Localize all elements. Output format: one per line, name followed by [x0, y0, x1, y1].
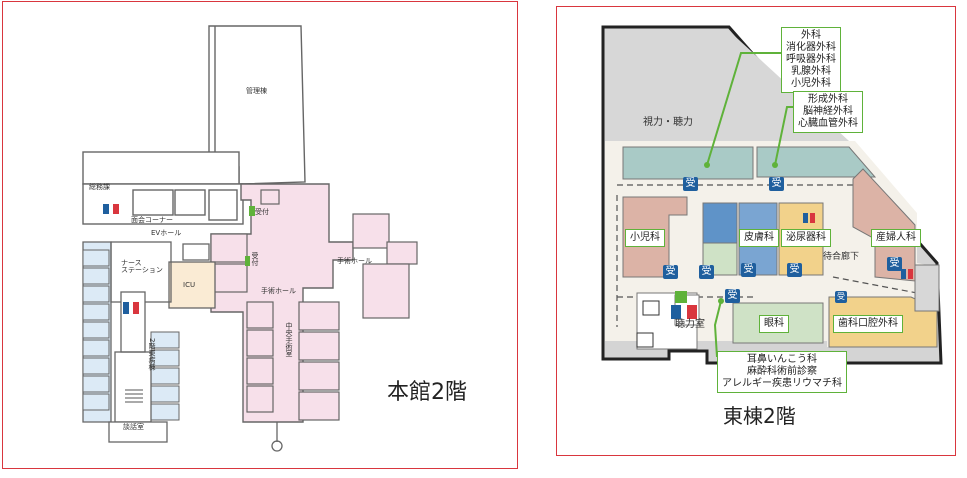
restroom-icon	[671, 213, 913, 319]
callout-line: 形成外科	[808, 94, 848, 105]
label-east-ward: 2階東病棟	[148, 338, 156, 371]
reception-badge: 受	[725, 289, 740, 303]
reception-badge: 受	[787, 263, 802, 277]
label-pediatrics: 小児科	[625, 229, 665, 247]
callout-surgery-group: 外科 消化器外科 呼吸器外科 乳腺外科 小児外科	[781, 27, 841, 93]
callout-line: アレルギー疾患リウマチ科	[722, 378, 842, 389]
reception-badge: 受	[683, 177, 698, 191]
label-surgery-hall-2: 手術ホール	[337, 257, 372, 265]
callout-line: 耳鼻いんこう科	[747, 354, 817, 365]
label-vision-hearing: 視力・聴力	[643, 117, 693, 128]
callout-ent-group: 耳鼻いんこう科 麻酔科術前診察 アレルギー疾患リウマチ科	[717, 351, 847, 393]
reception-badge: 受	[699, 265, 714, 279]
reception-badge: 受	[835, 291, 847, 303]
callout-line: 心臓血管外科	[798, 118, 858, 129]
label-ev-hall: EVホール	[151, 229, 182, 237]
label-reception-2: 受付	[251, 252, 259, 266]
label-ophthalmology: 眼科	[759, 315, 789, 333]
callout-line: 外科	[801, 30, 821, 41]
label-icu: ICU	[183, 281, 196, 289]
reception-badge: 受	[887, 257, 902, 271]
callout-line: 脳神経外科	[803, 106, 853, 117]
stairs-icon	[636, 300, 660, 348]
icu-room	[168, 261, 216, 309]
label-urology: 泌尿器科	[781, 229, 831, 247]
label-dermatology: 皮膚科	[739, 229, 779, 247]
main-building-title: 本館2階	[387, 380, 467, 405]
callout-line: 小児外科	[791, 78, 831, 89]
callout-plastic-group: 形成外科 脳神経外科 心臓血管外科	[793, 91, 863, 133]
main-building-floorplan	[82, 25, 418, 452]
callout-line: 消化器外科	[786, 42, 836, 53]
label-admin-wing: 管理棟	[246, 87, 267, 95]
reception-badge: 受	[769, 177, 784, 191]
callout-line: 乳腺外科	[791, 66, 831, 77]
reception-marker-icon	[249, 206, 255, 216]
reception-badge: 受	[741, 263, 756, 277]
vision-room	[622, 146, 754, 180]
reception-badge: 受	[663, 265, 678, 279]
callout-line: 麻酔科術前診察	[747, 366, 817, 377]
label-day-room: 談話室	[123, 423, 144, 431]
label-nurse-station: ナース ステーション	[121, 259, 163, 274]
label-waiting-corridor: 待合廊下	[823, 252, 860, 262]
obgyn-room	[852, 168, 916, 282]
restroom-icon	[103, 204, 139, 314]
label-meeting-corner: 面会コーナー	[131, 216, 173, 224]
callout-line: 呼吸器外科	[786, 54, 836, 65]
main-building-map: 管理棟 総務課 面会コーナー 受付 EVホール ナース ステーション ICU 受…	[2, 1, 518, 469]
label-general-affairs: 総務課	[89, 183, 110, 191]
label-surgery-hall: 手術ホール	[261, 287, 296, 295]
label-obgyn: 産婦人科	[871, 229, 921, 247]
east-building-title: 東棟2階	[723, 404, 796, 428]
stairs-icon	[125, 389, 143, 403]
accessible-icon	[675, 291, 687, 303]
east-building-map: 外科 消化器外科 呼吸器外科 乳腺外科 小児外科 形成外科 脳神経外科 心臓血管…	[556, 6, 956, 456]
label-consult-room: 聴力室	[675, 319, 705, 330]
label-central-surgery: 中央手術室	[285, 322, 293, 357]
label-dental: 歯科口腔外科	[833, 315, 903, 333]
reception-marker-icon	[245, 256, 250, 266]
label-reception: 受付	[255, 208, 269, 216]
